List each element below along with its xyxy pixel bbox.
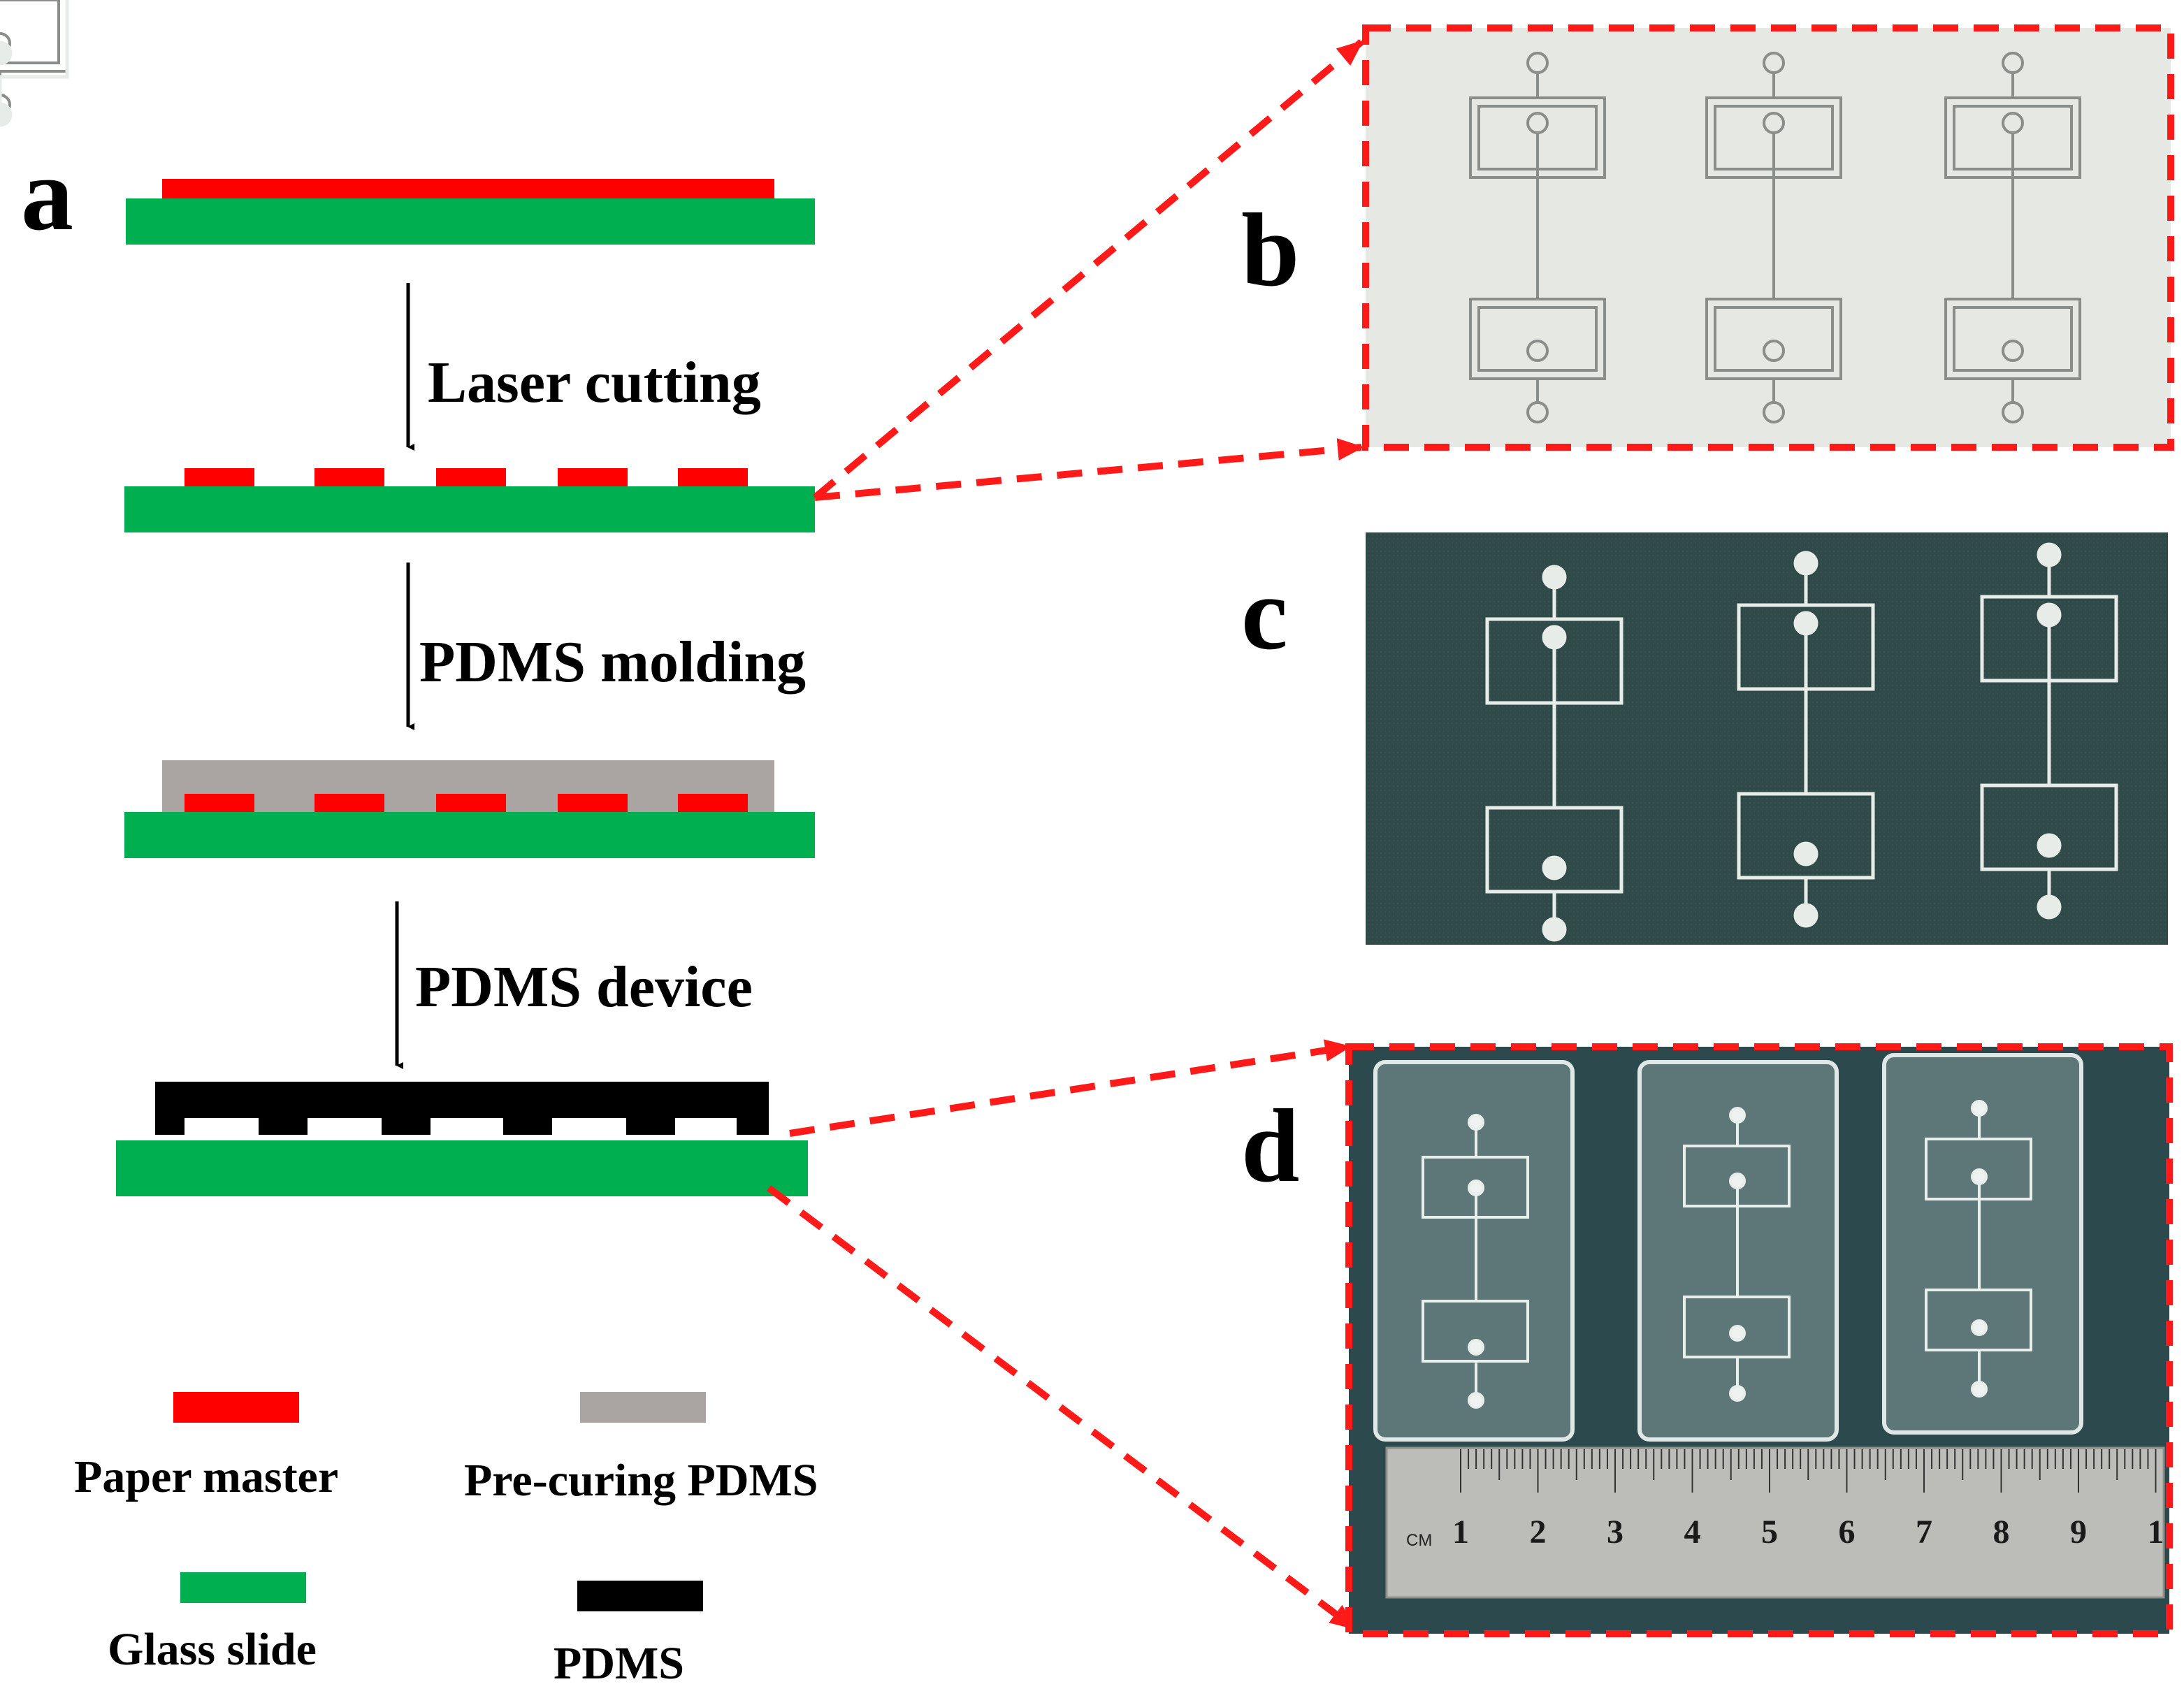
pdms-device-layer [155,1082,769,1135]
ruler-number: 7 [1916,1514,1932,1551]
legend-label-pdms: PDMS [554,1638,684,1689]
pdms-chip [1637,1060,1839,1442]
ruler-number: 6 [1839,1514,1856,1551]
ruler-number: 3 [1607,1514,1623,1551]
stage-2-stack [124,468,815,532]
step-label-laser-cutting: Laser cutting [428,350,761,415]
legend-swatch-paper-master [173,1392,299,1423]
glass-slide-layer [124,486,815,532]
legend-swatch-pre-curing-pdms [580,1392,706,1423]
photo-c-pdms-mold [0,0,2168,945]
ruler: CM 1 2 3 4 5 6 7 8 9 1 [1385,1446,2165,1599]
callout-line-b-bottom [814,438,1364,501]
callout-line-d-top [789,1039,1352,1137]
legend-swatch-glass-slide [180,1572,306,1603]
pdms-chip [1882,1053,2083,1435]
legend-label-glass-slide: Glass slide [108,1624,317,1675]
ruler-number: 1 [2148,1514,2164,1551]
panel-label-d: d [1241,1088,1299,1204]
glass-slide-layer [126,198,815,245]
panel-label-c: c [1241,556,1288,672]
photo-d-pdms-devices: CM 1 2 3 4 5 6 7 8 9 1 [1345,1043,2173,1637]
legend-label-pre-curing-pdms: Pre-curing PDMS [464,1455,818,1506]
ruler-number: 5 [1761,1514,1778,1551]
callout-line-d-bottom [766,1185,1357,1631]
step-label-pdms-molding: PDMS molding [419,630,806,695]
stage-4-stack [116,1082,808,1196]
stage-1-stack [126,179,815,245]
photo-b-paper-master [0,0,2174,451]
glass-slide-layer [124,812,815,858]
ruler-number: 9 [2070,1514,2087,1551]
legend-label-paper-master: Paper master [74,1451,338,1502]
panel-label-a: a [21,136,73,252]
ruler-number: 1 [1452,1514,1469,1551]
pdms-chip [1373,1060,1575,1442]
stage-3-stack [124,760,815,858]
panel-label-b: b [1241,192,1299,308]
glass-slide-layer [116,1140,808,1196]
step-label-pdms-device: PDMS device [415,955,753,1020]
ruler-unit-label: CM [1406,1531,1432,1550]
legend: Paper master Pre-curing PDMS Glass slide… [74,1392,818,1689]
ruler-number: 8 [1993,1514,2010,1551]
legend-swatch-pdms [577,1581,703,1611]
ruler-number: 2 [1530,1514,1547,1551]
ruler-number: 4 [1684,1514,1701,1551]
